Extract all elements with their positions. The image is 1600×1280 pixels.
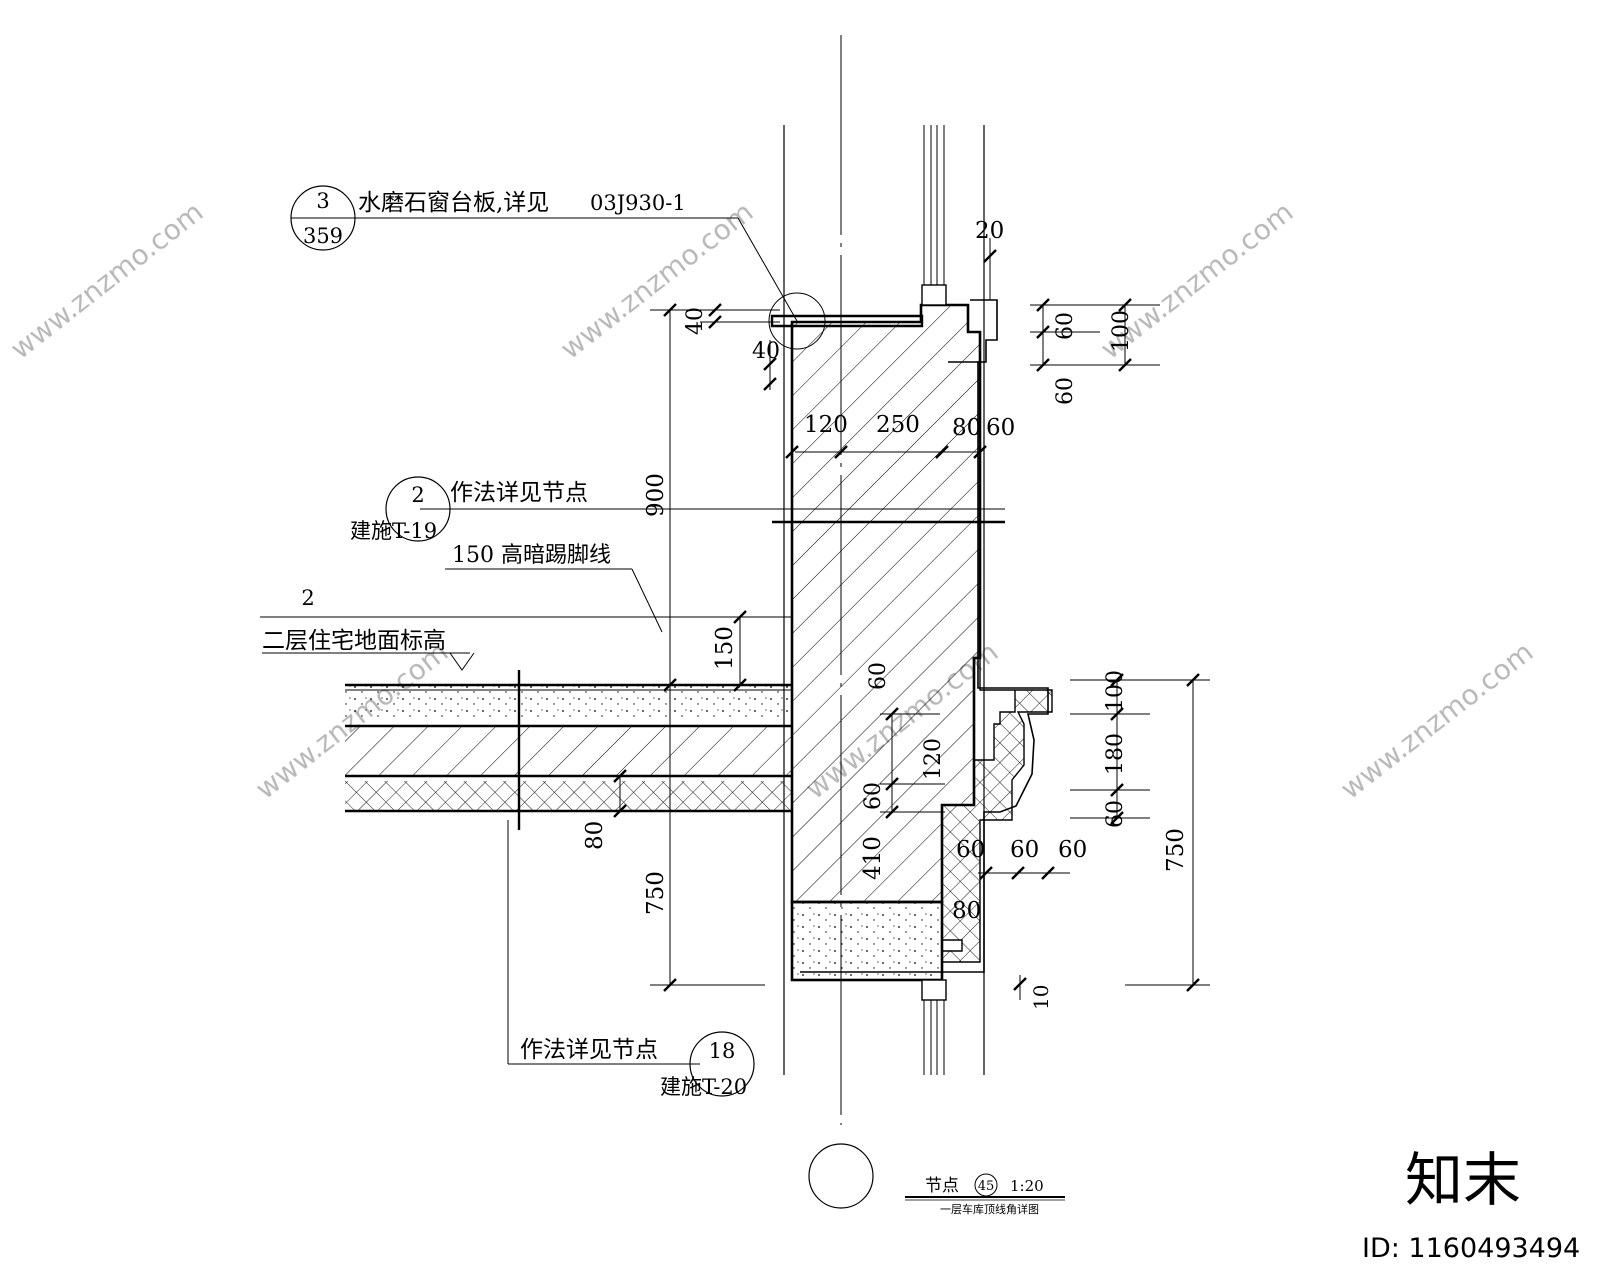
sill-stop	[921, 284, 947, 306]
terrazzo-sill	[770, 314, 924, 328]
dim-100a: 100	[1109, 310, 1134, 352]
callout-18-text: 作法详见节点	[520, 1037, 658, 1063]
dimension-labels: 20 40 40 60 100 60 120 250 80 60 900 150…	[582, 218, 1189, 1010]
title-scale: 1:20	[1010, 1177, 1044, 1195]
callout-18-index: 18	[709, 1039, 736, 1063]
callout-bubble-2	[385, 476, 451, 542]
window-frame-top	[923, 125, 945, 285]
floor-level-index: 2	[301, 586, 314, 610]
callout-3-ref: 03J930-1	[590, 191, 686, 215]
dim-410: 410	[860, 836, 886, 880]
dim-60f: 60	[956, 837, 985, 863]
dim-900: 900	[643, 473, 669, 517]
watermark-site: www.znzmo.com	[4, 195, 209, 366]
watermark-site-3: www.znzmo.com	[1094, 195, 1299, 366]
skirting-text: 150 高暗踢脚线	[452, 543, 611, 568]
watermark-site-6: www.znzmo.com	[1334, 635, 1539, 806]
floor-level-text: 二层住宅地面标高	[262, 628, 446, 654]
sill-profile	[800, 299, 1049, 973]
dim-180: 180	[1103, 733, 1128, 775]
dim-60g: 60	[1010, 837, 1039, 863]
dim-150: 150	[712, 626, 738, 670]
dim-120a: 120	[804, 412, 848, 438]
title-number: 45	[978, 1179, 995, 1194]
callout-3-index: 3	[316, 189, 329, 213]
dim-60c: 60	[986, 415, 1015, 441]
title-label: 节点	[925, 1176, 959, 1196]
dim-60d: 60	[866, 662, 891, 690]
dim-750b: 750	[1163, 828, 1189, 872]
dim-60e: 60	[861, 782, 886, 810]
watermark-site-2: www.znzmo.com	[554, 195, 759, 366]
watermark-logo: 知末	[1405, 1146, 1521, 1214]
axis-bubble	[808, 1143, 874, 1209]
dim-750a: 750	[643, 871, 669, 915]
dim-80c: 80	[952, 898, 981, 924]
callout-2-sheet: 建施T-19	[350, 519, 437, 543]
concrete-block	[790, 900, 944, 982]
callout-2-index: 2	[411, 483, 424, 507]
callout-3-sheet: 359	[303, 224, 343, 248]
window-frame-bottom	[923, 1000, 945, 1075]
callout-3-text: 水磨石窗台板,详见	[358, 190, 549, 216]
dim-80a: 80	[952, 415, 981, 441]
insulation-layer	[941, 361, 1053, 963]
watermark-id: ID: 1160493494	[1362, 1233, 1580, 1264]
watermark-logo-block: 知末 ID: 1160493494	[1362, 1146, 1580, 1264]
callout-18-sheet: 建施T-20	[660, 1075, 747, 1099]
dim-60a: 60	[1053, 312, 1078, 340]
detail-circle	[768, 292, 826, 350]
dim-120b: 120	[921, 738, 946, 780]
lintel-stop	[921, 979, 947, 1001]
dim-60b: 60	[1053, 377, 1078, 405]
dim-10: 10	[1029, 985, 1053, 1010]
dim-60h: 60	[1058, 837, 1087, 863]
dimension-ticks	[613, 249, 1200, 992]
title-subtitle: 一层车库顶线角详图	[940, 1202, 1039, 1216]
dim-40b: 40	[752, 339, 780, 364]
dim-80b: 80	[582, 821, 608, 850]
dim-60i: 60	[1103, 800, 1128, 828]
dim-20: 20	[975, 218, 1004, 244]
dim-40a: 40	[683, 307, 708, 335]
leader-lines	[260, 217, 1005, 1065]
callout-2-text: 作法详见节点	[450, 480, 588, 506]
title-block: 节点 45 1:20 一层车库顶线角详图	[905, 1173, 1065, 1216]
callout-bubble-18	[689, 1031, 755, 1097]
floor-slab	[345, 670, 792, 830]
dim-250: 250	[876, 412, 920, 438]
dim-100b: 100	[1103, 670, 1128, 712]
